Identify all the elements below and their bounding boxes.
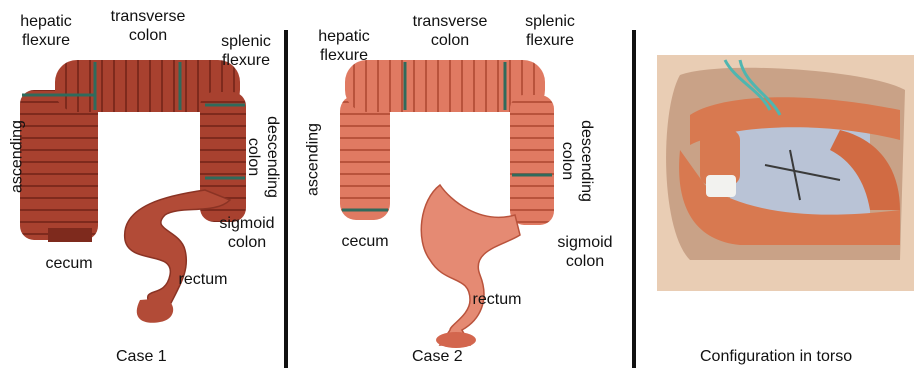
label-descending-colon: descending colon (244, 102, 282, 212)
rectum-segment (137, 298, 173, 323)
caption-configuration-in-torso: Configuration in torso (700, 348, 852, 366)
label-hepatic-flexure: hepatic flexure (2, 12, 90, 50)
label-ascending: ascending (304, 105, 323, 215)
label-rectum: rectum (168, 270, 238, 289)
torso-photo (657, 55, 914, 291)
label-splenic-flexure: splenic flexure (208, 32, 284, 70)
sigmoid-colon-segment (421, 185, 520, 345)
label-rectum: rectum (462, 290, 532, 309)
label-splenic-flexure: splenic flexure (512, 12, 588, 50)
label-transverse-colon: transverse colon (398, 12, 502, 50)
divider-right (632, 30, 636, 368)
label-cecum: cecum (330, 232, 400, 251)
divider-left (284, 30, 288, 368)
caption-case-2: Case 2 (412, 348, 463, 366)
ascending-colon-segment (20, 90, 98, 240)
label-sigmoid-colon: sigmoid colon (207, 214, 287, 252)
label-descending-colon: descending colon (558, 106, 596, 216)
cecum-segment (48, 228, 92, 242)
descending-colon-segment (510, 95, 554, 225)
ascending-colon-segment (340, 95, 390, 220)
label-ascending: ascending (8, 102, 27, 212)
label-transverse-colon: transverse colon (96, 7, 200, 45)
rectum-segment (436, 332, 476, 348)
caption-case-1: Case 1 (116, 348, 167, 366)
label-cecum: cecum (34, 254, 104, 273)
label-hepatic-flexure: hepatic flexure (300, 27, 388, 65)
label-sigmoid-colon: sigmoid colon (545, 233, 625, 271)
